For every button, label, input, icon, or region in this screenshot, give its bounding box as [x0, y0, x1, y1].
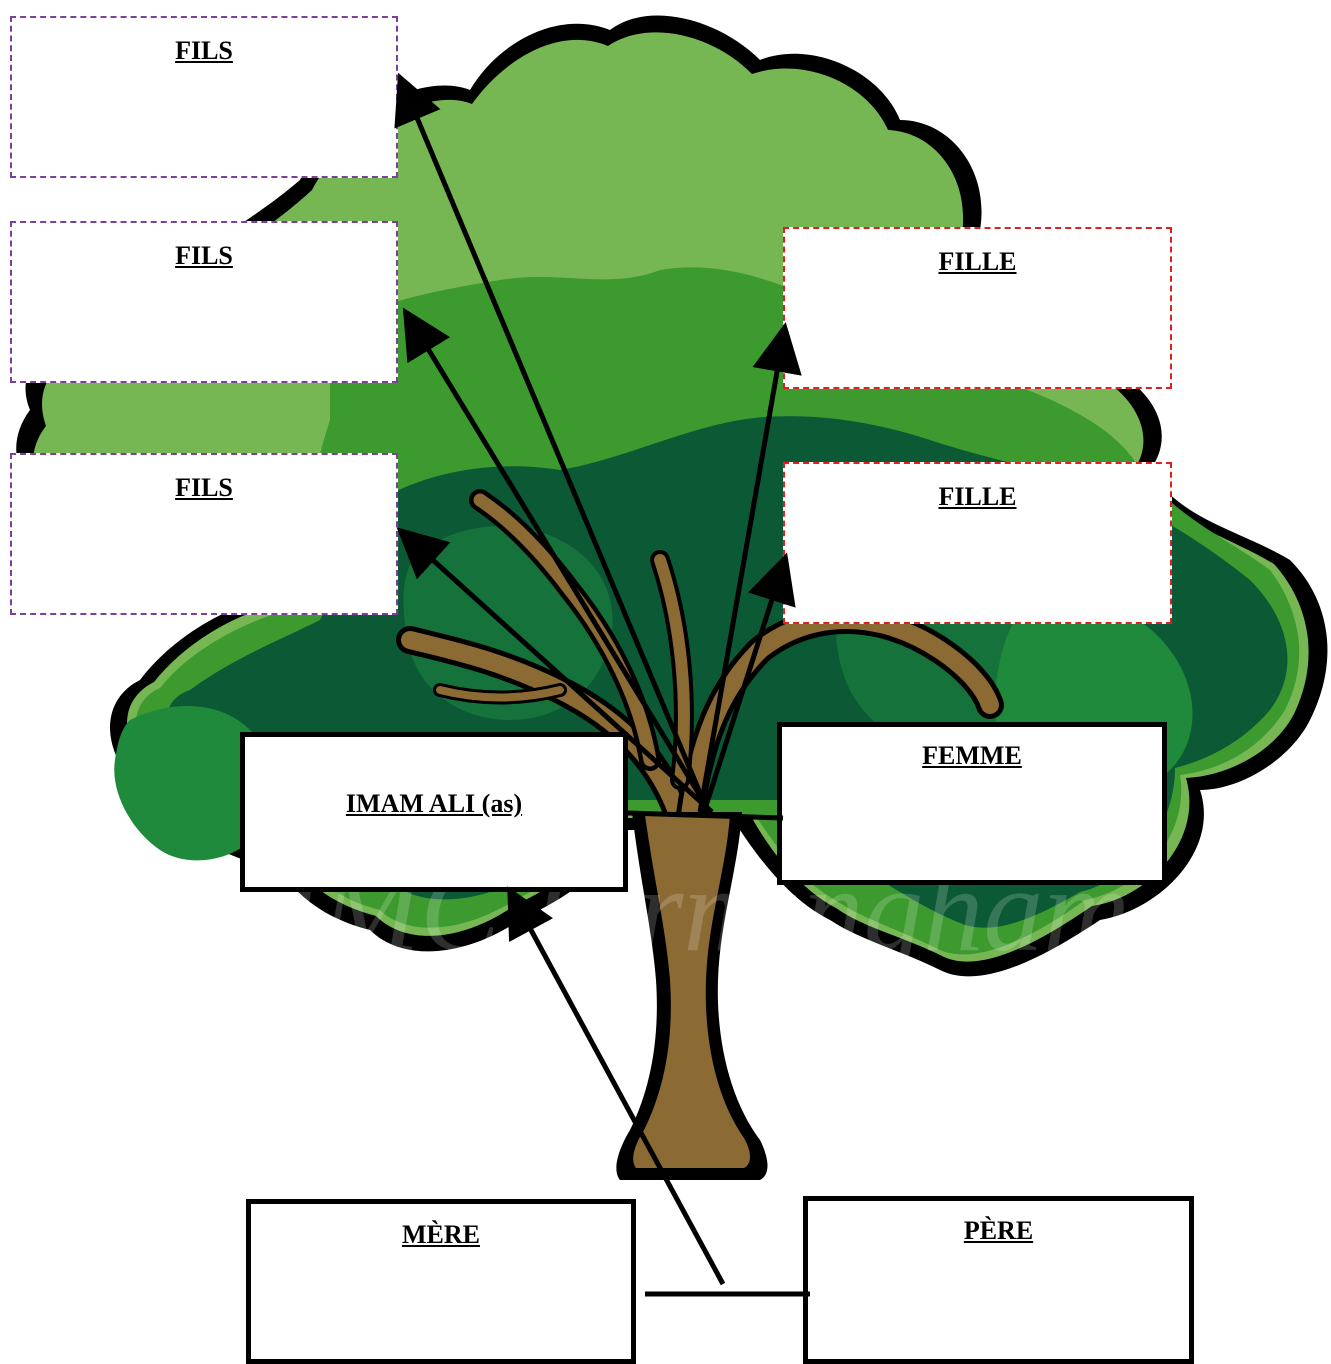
son-label: FILS — [175, 473, 233, 502]
father-box[interactable]: PÈRE — [803, 1196, 1194, 1364]
daughter-label: FILLE — [938, 482, 1017, 511]
wife-box[interactable]: FEMME — [777, 722, 1167, 885]
wife-label: FEMME — [922, 741, 1022, 770]
imam-ali-box[interactable]: IMAM ALI (as) — [240, 732, 628, 892]
daughter-box-1[interactable]: FILLE — [783, 227, 1172, 389]
son-label: FILS — [175, 36, 233, 65]
son-box-3[interactable]: FILS — [10, 453, 398, 615]
mother-box[interactable]: MÈRE — [246, 1199, 636, 1364]
son-label: FILS — [175, 241, 233, 270]
imam-ali-label: IMAM ALI (as) — [345, 789, 523, 818]
son-box-2[interactable]: FILS — [10, 221, 398, 383]
son-box-1[interactable]: FILS — [10, 16, 398, 178]
daughter-label: FILLE — [938, 247, 1017, 276]
daughter-box-2[interactable]: FILLE — [783, 462, 1172, 624]
father-label: PÈRE — [963, 1216, 1034, 1245]
mother-label: MÈRE — [402, 1220, 480, 1249]
